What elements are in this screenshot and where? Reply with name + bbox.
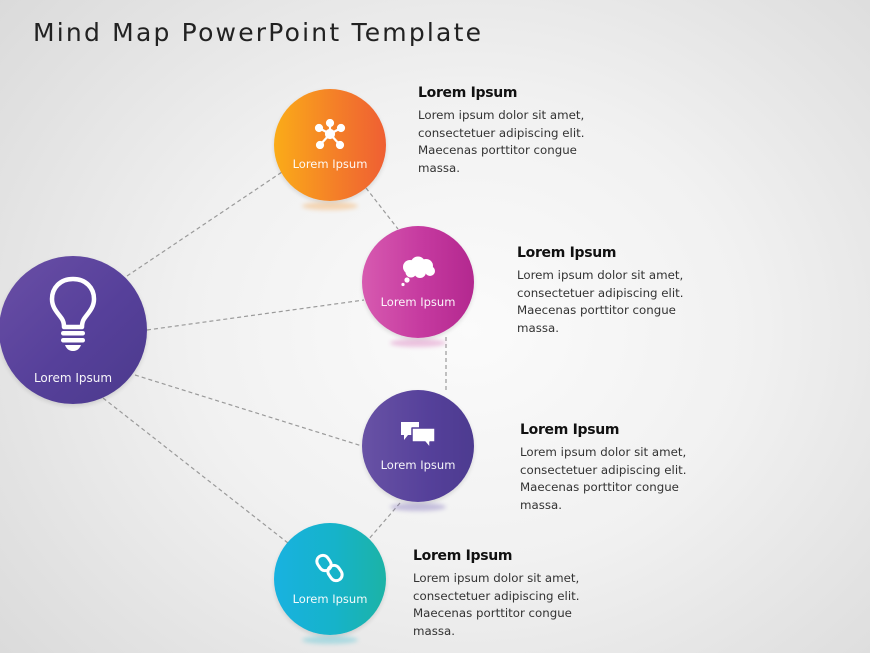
branch-node-2-reflection bbox=[390, 339, 446, 347]
connector-center-teal bbox=[102, 397, 289, 544]
connector-center-purple bbox=[134, 374, 363, 447]
lightbulb-icon bbox=[49, 276, 97, 351]
connector-purple-teal bbox=[367, 502, 401, 541]
connector-orange-magenta bbox=[365, 187, 399, 230]
branch-heading-1: Lorem Ipsum bbox=[418, 85, 518, 101]
branch-node-1-reflection bbox=[302, 202, 358, 210]
thought-bubble-icon bbox=[401, 256, 435, 287]
branch-heading-4: Lorem Ipsum bbox=[413, 548, 513, 564]
network-hub-icon bbox=[314, 119, 346, 149]
branch-body-3: Lorem ipsum dolor sit amet, consectetuer… bbox=[520, 445, 687, 512]
branch-node-1[interactable]: Lorem Ipsum bbox=[274, 89, 386, 201]
branch-description-2: Lorem Ipsum Lorem ipsum dolor sit amet, … bbox=[517, 245, 717, 337]
branch-description-3: Lorem Ipsum Lorem ipsum dolor sit amet, … bbox=[520, 422, 720, 514]
branch-body-1: Lorem ipsum dolor sit amet, consectetuer… bbox=[418, 108, 585, 175]
branch-node-1-label: Lorem Ipsum bbox=[292, 157, 368, 171]
branch-description-4: Lorem Ipsum Lorem ipsum dolor sit amet, … bbox=[413, 548, 613, 640]
chain-link-icon bbox=[315, 553, 344, 583]
branch-body-4: Lorem ipsum dolor sit amet, consectetuer… bbox=[413, 571, 580, 638]
branch-heading-2: Lorem Ipsum bbox=[517, 245, 617, 261]
center-node-label: Lorem Ipsum bbox=[33, 371, 113, 385]
center-node[interactable]: Lorem Ipsum bbox=[0, 256, 147, 404]
slide-title: Mind Map PowerPoint Template bbox=[33, 18, 484, 47]
branch-node-3-reflection bbox=[390, 503, 446, 511]
branch-node-4[interactable]: Lorem Ipsum bbox=[274, 523, 386, 635]
branch-node-4-reflection bbox=[302, 636, 358, 644]
branch-node-4-label: Lorem Ipsum bbox=[292, 592, 368, 606]
branch-description-1: Lorem Ipsum Lorem ipsum dolor sit amet, … bbox=[418, 85, 618, 177]
branch-node-3-label: Lorem Ipsum bbox=[380, 458, 456, 472]
connector-center-magenta bbox=[146, 299, 365, 331]
branch-node-3[interactable]: Lorem Ipsum bbox=[362, 390, 474, 502]
branch-heading-3: Lorem Ipsum bbox=[520, 422, 620, 438]
connector-center-orange bbox=[126, 171, 283, 277]
branch-node-2-label: Lorem Ipsum bbox=[380, 295, 456, 309]
branch-node-2[interactable]: Lorem Ipsum bbox=[362, 226, 474, 338]
branch-body-2: Lorem ipsum dolor sit amet, consectetuer… bbox=[517, 268, 684, 335]
chat-bubbles-icon bbox=[401, 422, 436, 449]
